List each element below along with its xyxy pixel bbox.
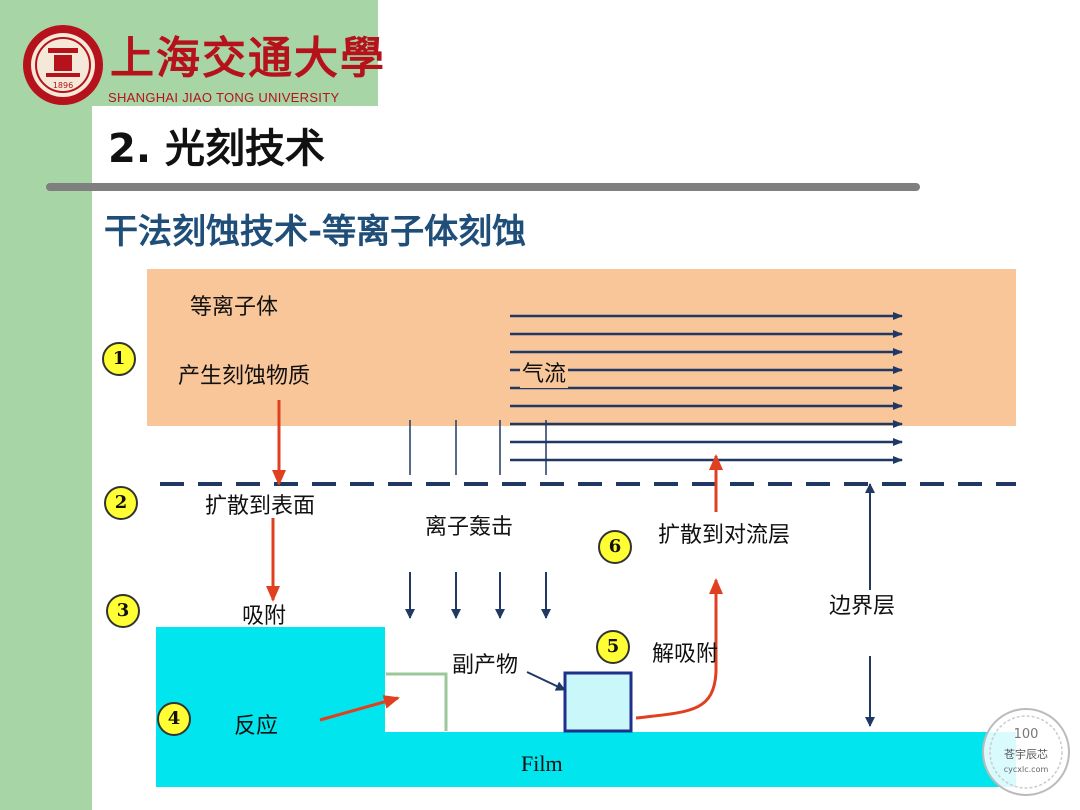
step-4-badge: 4: [157, 702, 191, 736]
watermark-top-text: 100: [1014, 727, 1039, 742]
label-desorption: 解吸附: [652, 642, 719, 667]
label-plasma: 等离子体: [190, 295, 279, 320]
byproduct-block: [563, 671, 633, 733]
label-byproduct: 副产物: [452, 653, 519, 678]
step-3-badge: 3: [106, 594, 140, 628]
etched-step-outline: [386, 672, 448, 731]
label-generate-etchant: 产生刻蚀物质: [178, 364, 311, 389]
step-5-badge: 5: [596, 630, 630, 664]
seal-year: 1896: [53, 81, 73, 90]
red-process-arrows: [266, 400, 723, 722]
film-layer: [156, 732, 1016, 787]
slide-subtitle: 干法刻蚀技术-等离子体刻蚀: [104, 212, 527, 252]
byproduct-pointer-arrow: [526, 671, 566, 691]
step-6-badge: 6: [598, 530, 632, 564]
ion-streams: [405, 420, 551, 619]
plasma-region: [147, 269, 1016, 426]
left-sidebar-band: [0, 0, 92, 810]
label-reaction: 反应: [234, 714, 279, 739]
watermark-bottom-text: cycxlc.com: [1004, 765, 1049, 774]
label-adsorption: 吸附: [242, 604, 287, 629]
university-name-cn: 上海交通大學: [110, 33, 386, 84]
label-gas-flow: 气流: [520, 356, 569, 388]
label-diffuse-to-convection: 扩散到对流层: [658, 523, 791, 548]
step-2-badge: 2: [104, 486, 138, 520]
label-boundary-layer: 边界层: [829, 594, 896, 619]
university-name-en: SHANGHAI JIAO TONG UNIVERSITY: [108, 90, 340, 105]
watermark-stamp-icon: 100 苍宇辰芯 cycxlc.com: [982, 708, 1070, 796]
label-diffuse-to-surface: 扩散到表面: [205, 494, 316, 519]
label-film: Film: [521, 751, 563, 776]
title-divider: [46, 183, 920, 191]
step-1-badge: 1: [102, 342, 136, 376]
watermark-mid-text: 苍宇辰芯: [1004, 747, 1048, 761]
university-seal-icon: 1896: [23, 25, 103, 105]
label-ion-bombardment: 离子轰击: [425, 515, 514, 540]
gas-flow-arrows: [510, 312, 903, 464]
slide-title: 2. 光刻技术: [108, 126, 325, 172]
